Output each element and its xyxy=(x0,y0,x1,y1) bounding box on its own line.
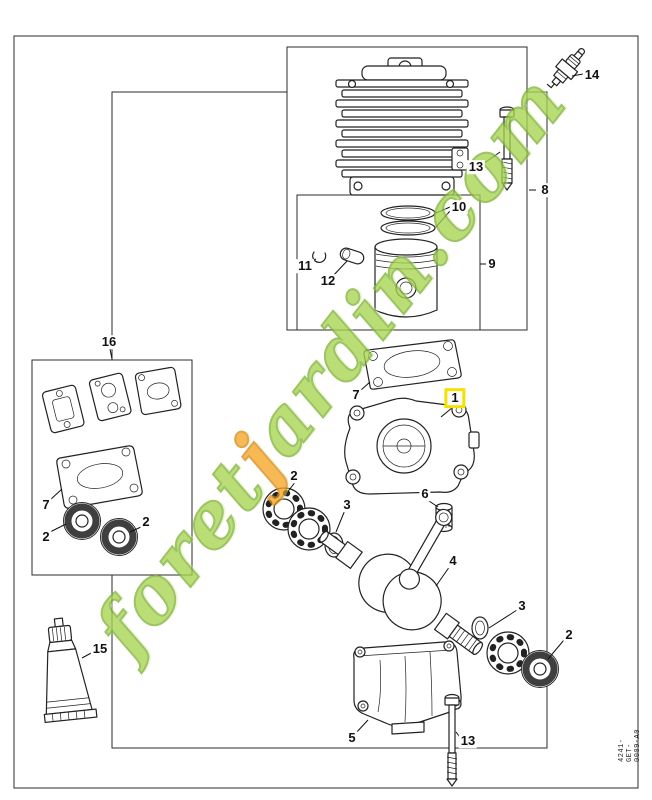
sealant-tube-drawing xyxy=(43,617,98,724)
cylinder-gasket-drawing xyxy=(363,339,462,390)
callout-3-shim-mid: 3 xyxy=(341,497,353,513)
piston-rings-drawing xyxy=(380,205,436,236)
callout-9-piston-assembly: 9 xyxy=(486,256,498,272)
callout-15-sealant-tube: 15 xyxy=(90,641,110,657)
piston-drawing xyxy=(374,238,438,318)
callout-2-seal-left-a: 2 xyxy=(40,529,52,545)
callout-2-seal-left-b: 2 xyxy=(140,514,152,530)
callout-3-bearing-right: 3 xyxy=(516,598,528,614)
cylinder-screw-drawing xyxy=(499,106,515,191)
crankcase-screw-drawing xyxy=(444,693,460,787)
callout-2-seal-right: 2 xyxy=(563,627,575,643)
callout-12-wrist-pin: 12 xyxy=(318,273,338,289)
callout-10-piston-rings: 10 xyxy=(449,199,469,215)
circlip-drawing xyxy=(312,251,327,263)
cylinder-drawing xyxy=(335,57,469,196)
callout-13-cylinder-screw: 13 xyxy=(466,159,486,175)
crankcase-upper-drawing xyxy=(344,397,480,495)
document-code: 4241-GET-0009-A0 xyxy=(618,729,642,762)
leader-lines xyxy=(49,73,584,741)
callout-5-crankcase-lower: 5 xyxy=(346,730,358,746)
callout-2-bearing-mid: 2 xyxy=(288,468,300,484)
callout-7-cylinder-gasket: 7 xyxy=(350,387,362,403)
crankshaft-drawing xyxy=(319,508,484,655)
gasket-set-drawing xyxy=(41,366,182,556)
wrist-pin-drawing xyxy=(339,247,365,265)
callout-8-engine-assembly: 8 xyxy=(539,182,551,198)
spark-plug-drawing xyxy=(546,48,586,89)
crankcase-lower-drawing xyxy=(353,640,462,735)
callout-13-crankcase-screw: 13 xyxy=(458,733,478,749)
callout-11-circlip: 11 xyxy=(296,258,314,274)
callout-7-base-gasket: 7 xyxy=(40,497,52,513)
callout-4-crankshaft: 4 xyxy=(447,553,459,569)
callout-6-needle-cage: 6 xyxy=(419,486,431,502)
callout-16-gasket-set: 16 xyxy=(99,334,119,350)
right-bearing-seal-drawing xyxy=(471,616,559,688)
callout-1-crankcase-highlighted: 1 xyxy=(444,388,466,408)
callout-14-spark-plug: 14 xyxy=(582,67,602,83)
outer-border xyxy=(13,35,639,789)
